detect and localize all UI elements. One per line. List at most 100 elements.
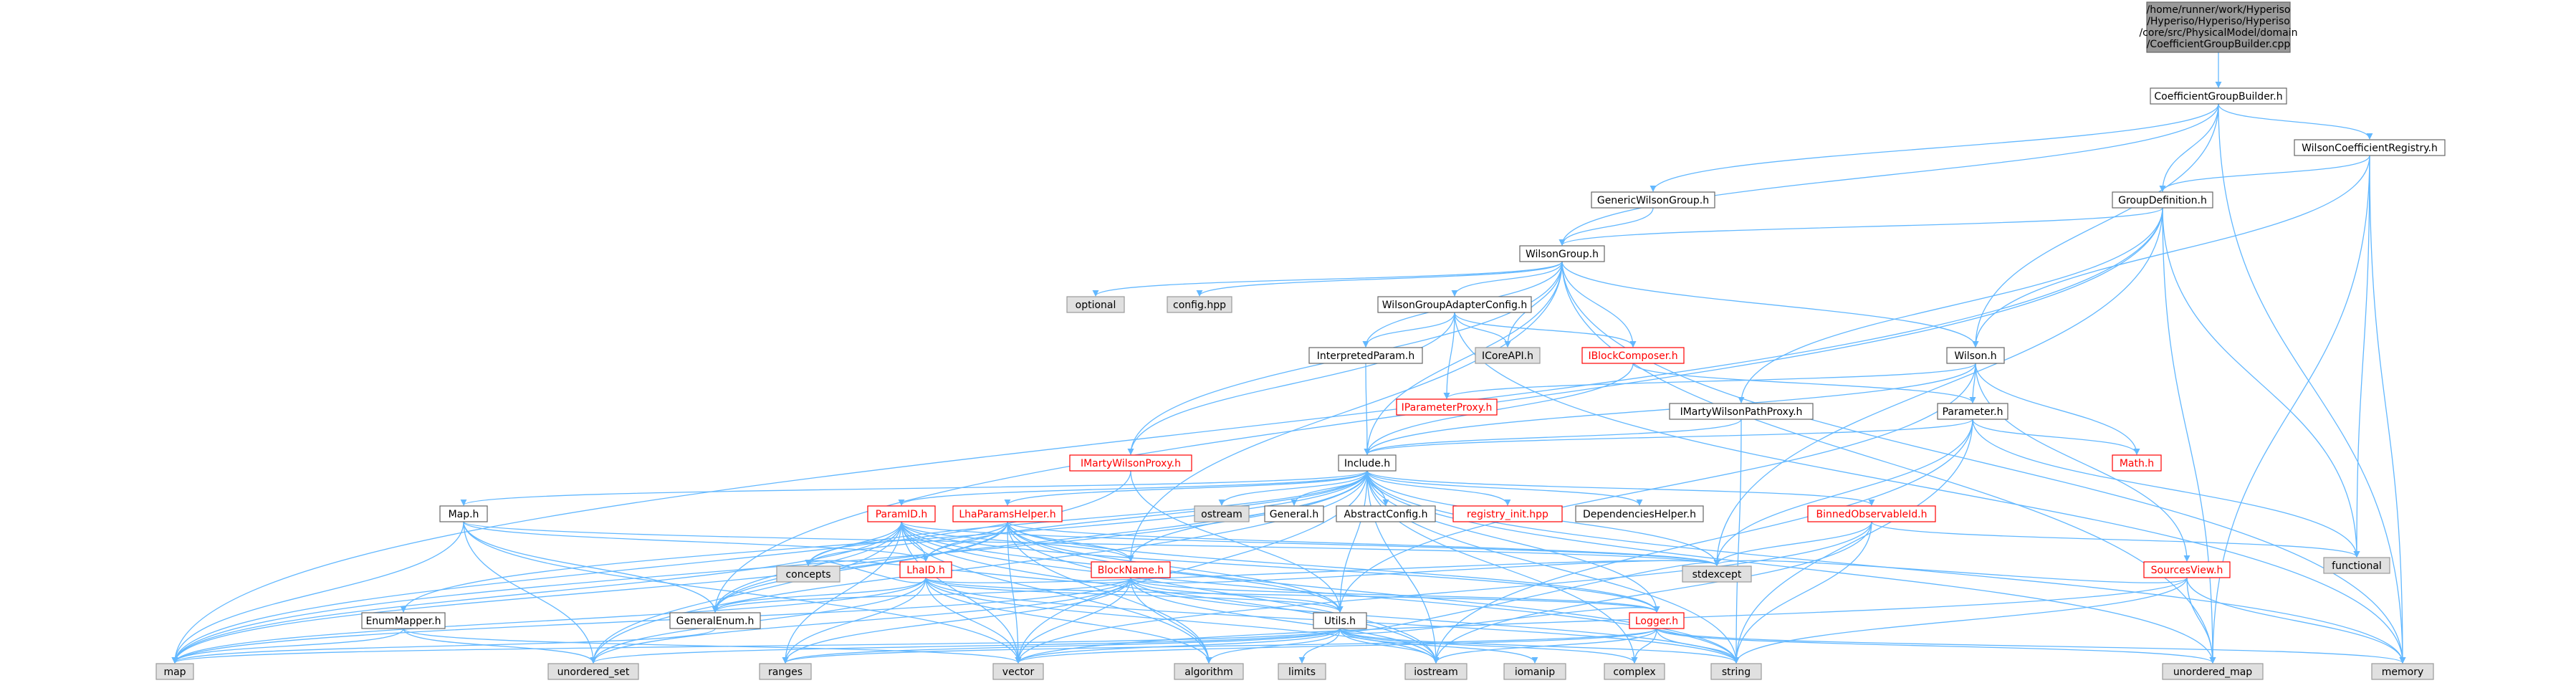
node-UtilsH[interactable]: Utils.h: [1313, 612, 1367, 629]
node-GeneralH[interactable]: General.h: [1264, 505, 1324, 522]
edge-IBlockComposer-to-Include: [1364, 363, 1634, 455]
node-box-EnumMapper: [361, 612, 446, 629]
edge-SourcesView-to-string: [1733, 577, 2188, 664]
node-SourcesView[interactable]: SourcesView.h: [2143, 561, 2231, 578]
node-ParamID[interactable]: ParamID.h: [867, 505, 936, 522]
node-GenericWilsonGroup[interactable]: GenericWilsonGroup.h: [1591, 191, 1715, 209]
root-label-line-2: /core/src/PhysicalModel/domain: [2139, 27, 2297, 39]
node-AbstractConfig[interactable]: AbstractConfig.h: [1336, 505, 1436, 522]
edge-WilsonCoefficientRegistry-to-memory: [2369, 155, 2406, 664]
edge-LhaParamsHelper-to-GeneralEnum: [712, 521, 1008, 613]
node-label-GenericWilsonGroup: GenericWilsonGroup.h: [1597, 195, 1709, 206]
node-label-GroupDefinition: GroupDefinition.h: [2118, 195, 2207, 206]
node-IMartyWilsonProxy[interactable]: IMartyWilsonProxy.h: [1069, 454, 1192, 472]
edge-LhaParamsHelper-to-Logger: [1007, 521, 1660, 613]
node-IMartyWilsonPathProxy[interactable]: IMartyWilsonPathProxy.h: [1669, 403, 1814, 420]
node-IParameterProxy[interactable]: IParameterProxy.h: [1396, 398, 1498, 416]
node-root[interactable]: /home/runner/work/Hyperiso/Hyperiso/Hype…: [2139, 1, 2298, 53]
edge-BlockName-to-unordered_set: [590, 577, 1131, 664]
node-box-Include: [1338, 454, 1397, 472]
node-LhaParamsHelper[interactable]: LhaParamsHelper.h: [952, 505, 1063, 522]
node-WilsonGroupAdapterConfig[interactable]: WilsonGroupAdapterConfig.h: [1377, 296, 1532, 313]
node-memory: memory: [2371, 663, 2434, 680]
node-label-CoefficientGroupBuilder: CoefficientGroupBuilder.h: [2154, 91, 2282, 102]
node-CoefficientGroupBuilder[interactable]: CoefficientGroupBuilder.h: [2150, 87, 2287, 105]
edge-Wilson-to-MathH: [1975, 363, 2140, 455]
node-label-map: map: [163, 666, 186, 678]
edge-ParamID-to-ranges: [782, 521, 902, 664]
edge-LhaParamsHelper-to-vector: [1007, 521, 1022, 664]
edge-GenericWilsonGroup-to-WilsonGroup: [1558, 207, 1654, 246]
node-IBlockComposer[interactable]: IBlockComposer.h: [1581, 347, 1685, 364]
node-box-BlockName: [1091, 561, 1171, 578]
node-label-WilsonGroupAdapterConfig: WilsonGroupAdapterConfig.h: [1382, 300, 1527, 311]
node-WilsonGroup[interactable]: WilsonGroup.h: [1519, 245, 1605, 262]
node-Parameter[interactable]: Parameter.h: [1937, 403, 2008, 420]
edge-CoefficientGroupBuilder-to-WilsonCoefficientRegistry: [2218, 103, 2373, 140]
edge-GroupDefinition-to-IMartyWilsonPathProxy: [1738, 207, 2163, 403]
node-iomanip: iomanip: [1503, 663, 1566, 680]
edge-SourcesView-to-stdexcept: [1713, 559, 2188, 583]
node-label-complex: complex: [1613, 666, 1655, 678]
node-MathH[interactable]: Math.h: [2112, 454, 2162, 472]
node-box-vector: [992, 663, 1044, 680]
edge-Include-to-GeneralEnum: [712, 470, 1368, 613]
node-label-EnumMapper: EnumMapper.h: [365, 616, 441, 627]
edge-ParamID-to-stdexcept: [901, 521, 1720, 566]
edge-GeneralEnum-to-map: [171, 628, 716, 664]
edge-IMartyWilsonPathProxy-to-string: [1733, 419, 1742, 664]
node-box-iostream: [1404, 663, 1467, 680]
edge-WilsonGroup-to-BlockName: [1127, 261, 1563, 562]
node-label-Logger: Logger.h: [1635, 616, 1678, 627]
node-WilsonCoefficientRegistry[interactable]: WilsonCoefficientRegistry.h: [2294, 139, 2446, 156]
node-string: string: [1710, 663, 1762, 680]
edge-UtilsH-to-algorithm: [1205, 628, 1341, 664]
edge-ParamID-to-concepts: [805, 521, 902, 566]
edge-UtilsH-to-complex: [1339, 628, 1638, 664]
node-label-memory: memory: [2382, 666, 2424, 678]
node-LhaID[interactable]: LhaID.h: [899, 561, 952, 578]
edge-GroupDefinition-to-stdexcept: [1713, 207, 2163, 566]
node-EnumMapper[interactable]: EnumMapper.h: [361, 612, 446, 629]
node-label-IMartyWilsonProxy: IMartyWilsonProxy.h: [1081, 458, 1181, 469]
edge-GroupDefinition-to-unordered_map: [2162, 207, 2216, 664]
node-label-GeneralH: General.h: [1270, 509, 1319, 520]
node-BlockName[interactable]: BlockName.h: [1091, 561, 1171, 578]
edge-Include-to-LhaParamsHelper: [1004, 470, 1368, 506]
edge-SourcesView-to-vector: [1015, 577, 2188, 664]
edge-Wilson-to-SourcesView: [1975, 363, 2190, 562]
node-label-AbstractConfig: AbstractConfig.h: [1344, 509, 1427, 520]
node-registry_init[interactable]: registry_init.hpp: [1452, 505, 1563, 522]
node-box-unordered_map: [2162, 663, 2264, 680]
node-box-Logger: [1629, 612, 1685, 629]
node-box-stdexcept: [1682, 565, 1752, 583]
node-label-WilsonGroup: WilsonGroup.h: [1526, 249, 1599, 260]
node-Include[interactable]: Include.h: [1338, 454, 1397, 472]
node-box-concepts: [776, 565, 841, 583]
edge-GroupDefinition-to-map: [171, 207, 2163, 664]
edge-LhaID-to-UtilsH: [925, 577, 1344, 613]
node-label-functional: functional: [2332, 560, 2382, 572]
node-InterpretedParam[interactable]: InterpretedParam.h: [1308, 347, 1423, 364]
edge-Include-to-EnumMapper: [400, 470, 1368, 613]
edge-LhaParamsHelper-to-map: [171, 521, 1008, 664]
node-ostream: ostream: [1194, 505, 1250, 522]
edge-BlockName-to-Logger: [1130, 577, 1660, 613]
node-box-optional: [1066, 296, 1125, 313]
node-label-registry_init: registry_init.hpp: [1467, 509, 1548, 520]
edge-BinnedObservableId-to-vector: [1015, 521, 1872, 664]
node-label-ICoreAPI: ICoreAPI.h: [1482, 350, 1533, 362]
node-MapH[interactable]: Map.h: [439, 505, 488, 522]
node-DependenciesHelper[interactable]: DependenciesHelper.h: [1575, 505, 1704, 522]
edge-InterpretedParam-to-Include: [1364, 363, 1371, 455]
node-algorithm: algorithm: [1174, 663, 1244, 680]
edge-Logger-to-unordered_map: [1656, 628, 2216, 664]
node-Logger[interactable]: Logger.h: [1629, 612, 1685, 629]
node-GeneralEnum[interactable]: GeneralEnum.h: [669, 612, 761, 629]
node-label-ParamID: ParamID.h: [876, 509, 928, 520]
node-Wilson[interactable]: Wilson.h: [1946, 347, 2005, 364]
node-box-registry_init: [1452, 505, 1563, 522]
node-GroupDefinition[interactable]: GroupDefinition.h: [2112, 191, 2213, 209]
node-BinnedObservableId[interactable]: BinnedObservableId.h: [1807, 505, 1936, 522]
edge-BlockName-to-map: [171, 577, 1131, 664]
